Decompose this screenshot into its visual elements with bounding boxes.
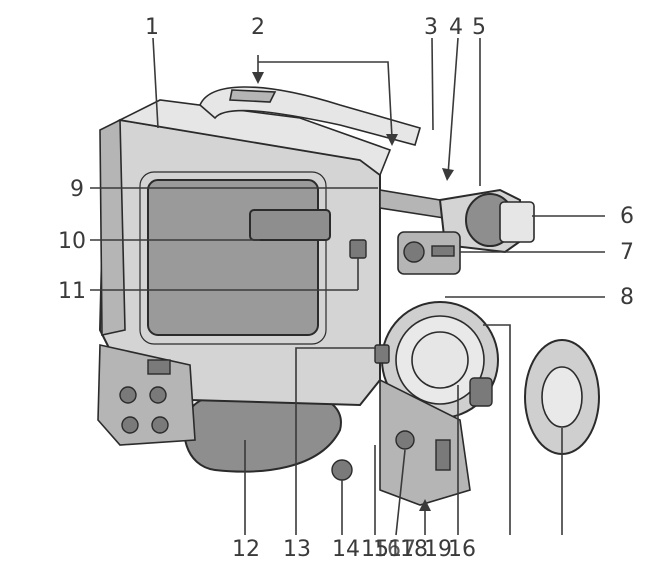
callout-5: 5 [472,15,486,40]
lower-port [435,439,451,471]
leader-13 [295,347,376,535]
battery-block [99,118,126,336]
callout-numbers: 1 2 3 4 5 6 7 8 9 10 11 12 13 14 15 16 1… [58,15,634,562]
callout-14: 14 [332,537,360,562]
leader-2b [258,61,393,139]
lower-knob-a [395,430,415,450]
connector-4 [151,416,169,434]
lens-cap-inner [541,366,583,428]
callout-12: 12 [232,537,260,562]
callout-18: 18 [400,537,428,562]
front-switch [431,245,455,257]
connector-2 [149,386,167,404]
arrow-4 [442,168,454,181]
switch-11 [349,239,367,259]
lens-lever [469,377,493,407]
leader-3 [431,37,434,131]
arrow-19 [419,499,431,511]
connector-port [147,359,171,375]
camcorder-illustration [97,86,600,506]
lens-mount-inner [411,331,469,389]
callout-7: 7 [620,240,634,265]
callout-8: 8 [620,285,634,310]
callout-9: 9 [70,177,84,202]
viewfinder-cap [499,201,535,243]
callout-16a: 16 [373,537,401,562]
callout-15: 15 [361,537,389,562]
rear-connector-panel [97,344,196,446]
connector-3 [121,416,139,434]
front-knob [403,241,425,263]
leader-16b [483,324,511,535]
connector-1 [119,386,137,404]
callout-17: 17 [388,537,416,562]
callout-1: 1 [145,15,159,40]
leader-17 [395,449,406,536]
callout-10: 10 [58,229,86,254]
side-panel-frame [139,171,327,345]
camera-body-top [117,99,392,177]
leader-4 [447,37,459,176]
leader-1 [152,37,159,129]
callout-2: 2 [251,15,265,40]
arrow-2b [386,134,398,146]
callout-16b: 16 [448,537,476,562]
handle-grip [229,89,277,103]
arrow-2a [252,72,264,84]
side-panel-screen [147,179,319,336]
lower-knob-b [331,459,353,481]
callout-4: 4 [449,15,463,40]
top-controls [249,209,331,241]
callout-13: 13 [283,537,311,562]
callout-3: 3 [424,15,438,40]
leader-lines [90,37,605,536]
callout-11: 11 [58,279,86,304]
switch-13 [374,344,390,364]
callout-19: 19 [424,537,452,562]
callout-6: 6 [620,204,634,229]
